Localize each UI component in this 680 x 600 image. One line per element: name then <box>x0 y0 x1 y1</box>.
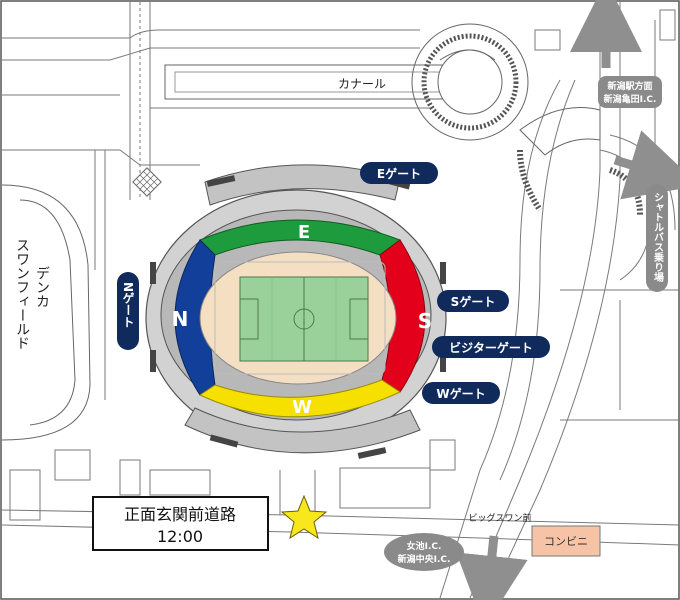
gate-s-label: Sゲート <box>451 294 496 309</box>
meeting-point-time: 12:00 <box>157 527 203 546</box>
shuttle-label: シャトルバス乗り場 <box>652 192 665 283</box>
stadium-north-deck <box>204 164 401 206</box>
gate-e-badge: Eゲート <box>360 162 438 184</box>
station-direction-badge: 新潟駅方面 新潟亀田I.C. <box>598 76 662 108</box>
bigswan-mae-label: ビッグスワン前 <box>468 512 531 524</box>
field-name-1: デンカ <box>34 266 50 308</box>
ic-direction-badge: 女池I.C. 新潟中央I.C. <box>384 533 464 571</box>
stand-label-e: E <box>298 222 310 243</box>
station-label-1: 新潟駅方面 <box>607 80 652 92</box>
meeting-point-box: 正面玄関前道路 12:00 <box>92 496 269 551</box>
meeting-point-star <box>280 494 328 540</box>
convenience-label: コンビニ <box>544 535 588 548</box>
meeting-point-title: 正面玄関前道路 <box>124 505 236 524</box>
convenience-store: コンビニ <box>531 525 601 557</box>
gate-w-label: Wゲート <box>436 386 485 401</box>
stand-label-s: S <box>418 309 432 333</box>
gate-e-label: Eゲート <box>377 166 421 181</box>
ic-label-2: 新潟中央I.C. <box>398 553 451 565</box>
south-direction-arrow <box>456 535 528 600</box>
stand-label-w: W <box>292 397 312 418</box>
gate-n-badge: Nゲート <box>117 272 139 350</box>
gate-w-badge: Wゲート <box>422 382 500 404</box>
gate-n-label: Nゲート <box>121 282 135 328</box>
stadium-south-deck <box>184 407 421 454</box>
shuttle-stop-badge: シャトルバス乗り場 <box>646 184 668 292</box>
plaza-grid <box>132 167 162 197</box>
gate-visitor-badge: ビジターゲート <box>432 336 550 358</box>
shuttle-direction-arrow <box>613 130 680 200</box>
station-label-2: 新潟亀田I.C. <box>604 93 657 105</box>
canal-label: カナール <box>338 77 386 91</box>
stand-label-n: N <box>172 307 189 331</box>
ic-label-1: 女池I.C. <box>407 540 442 552</box>
gate-s-badge: Sゲート <box>437 290 509 312</box>
stand-w <box>198 379 402 418</box>
field-name-2: スワンフィールド <box>14 238 30 350</box>
stadium: E N S W <box>145 164 447 459</box>
gate-visitor-label: ビジターゲート <box>449 340 533 355</box>
denka-swan-field-label: デンカ スワンフィールド <box>14 238 50 350</box>
canal-swirl <box>411 23 529 141</box>
